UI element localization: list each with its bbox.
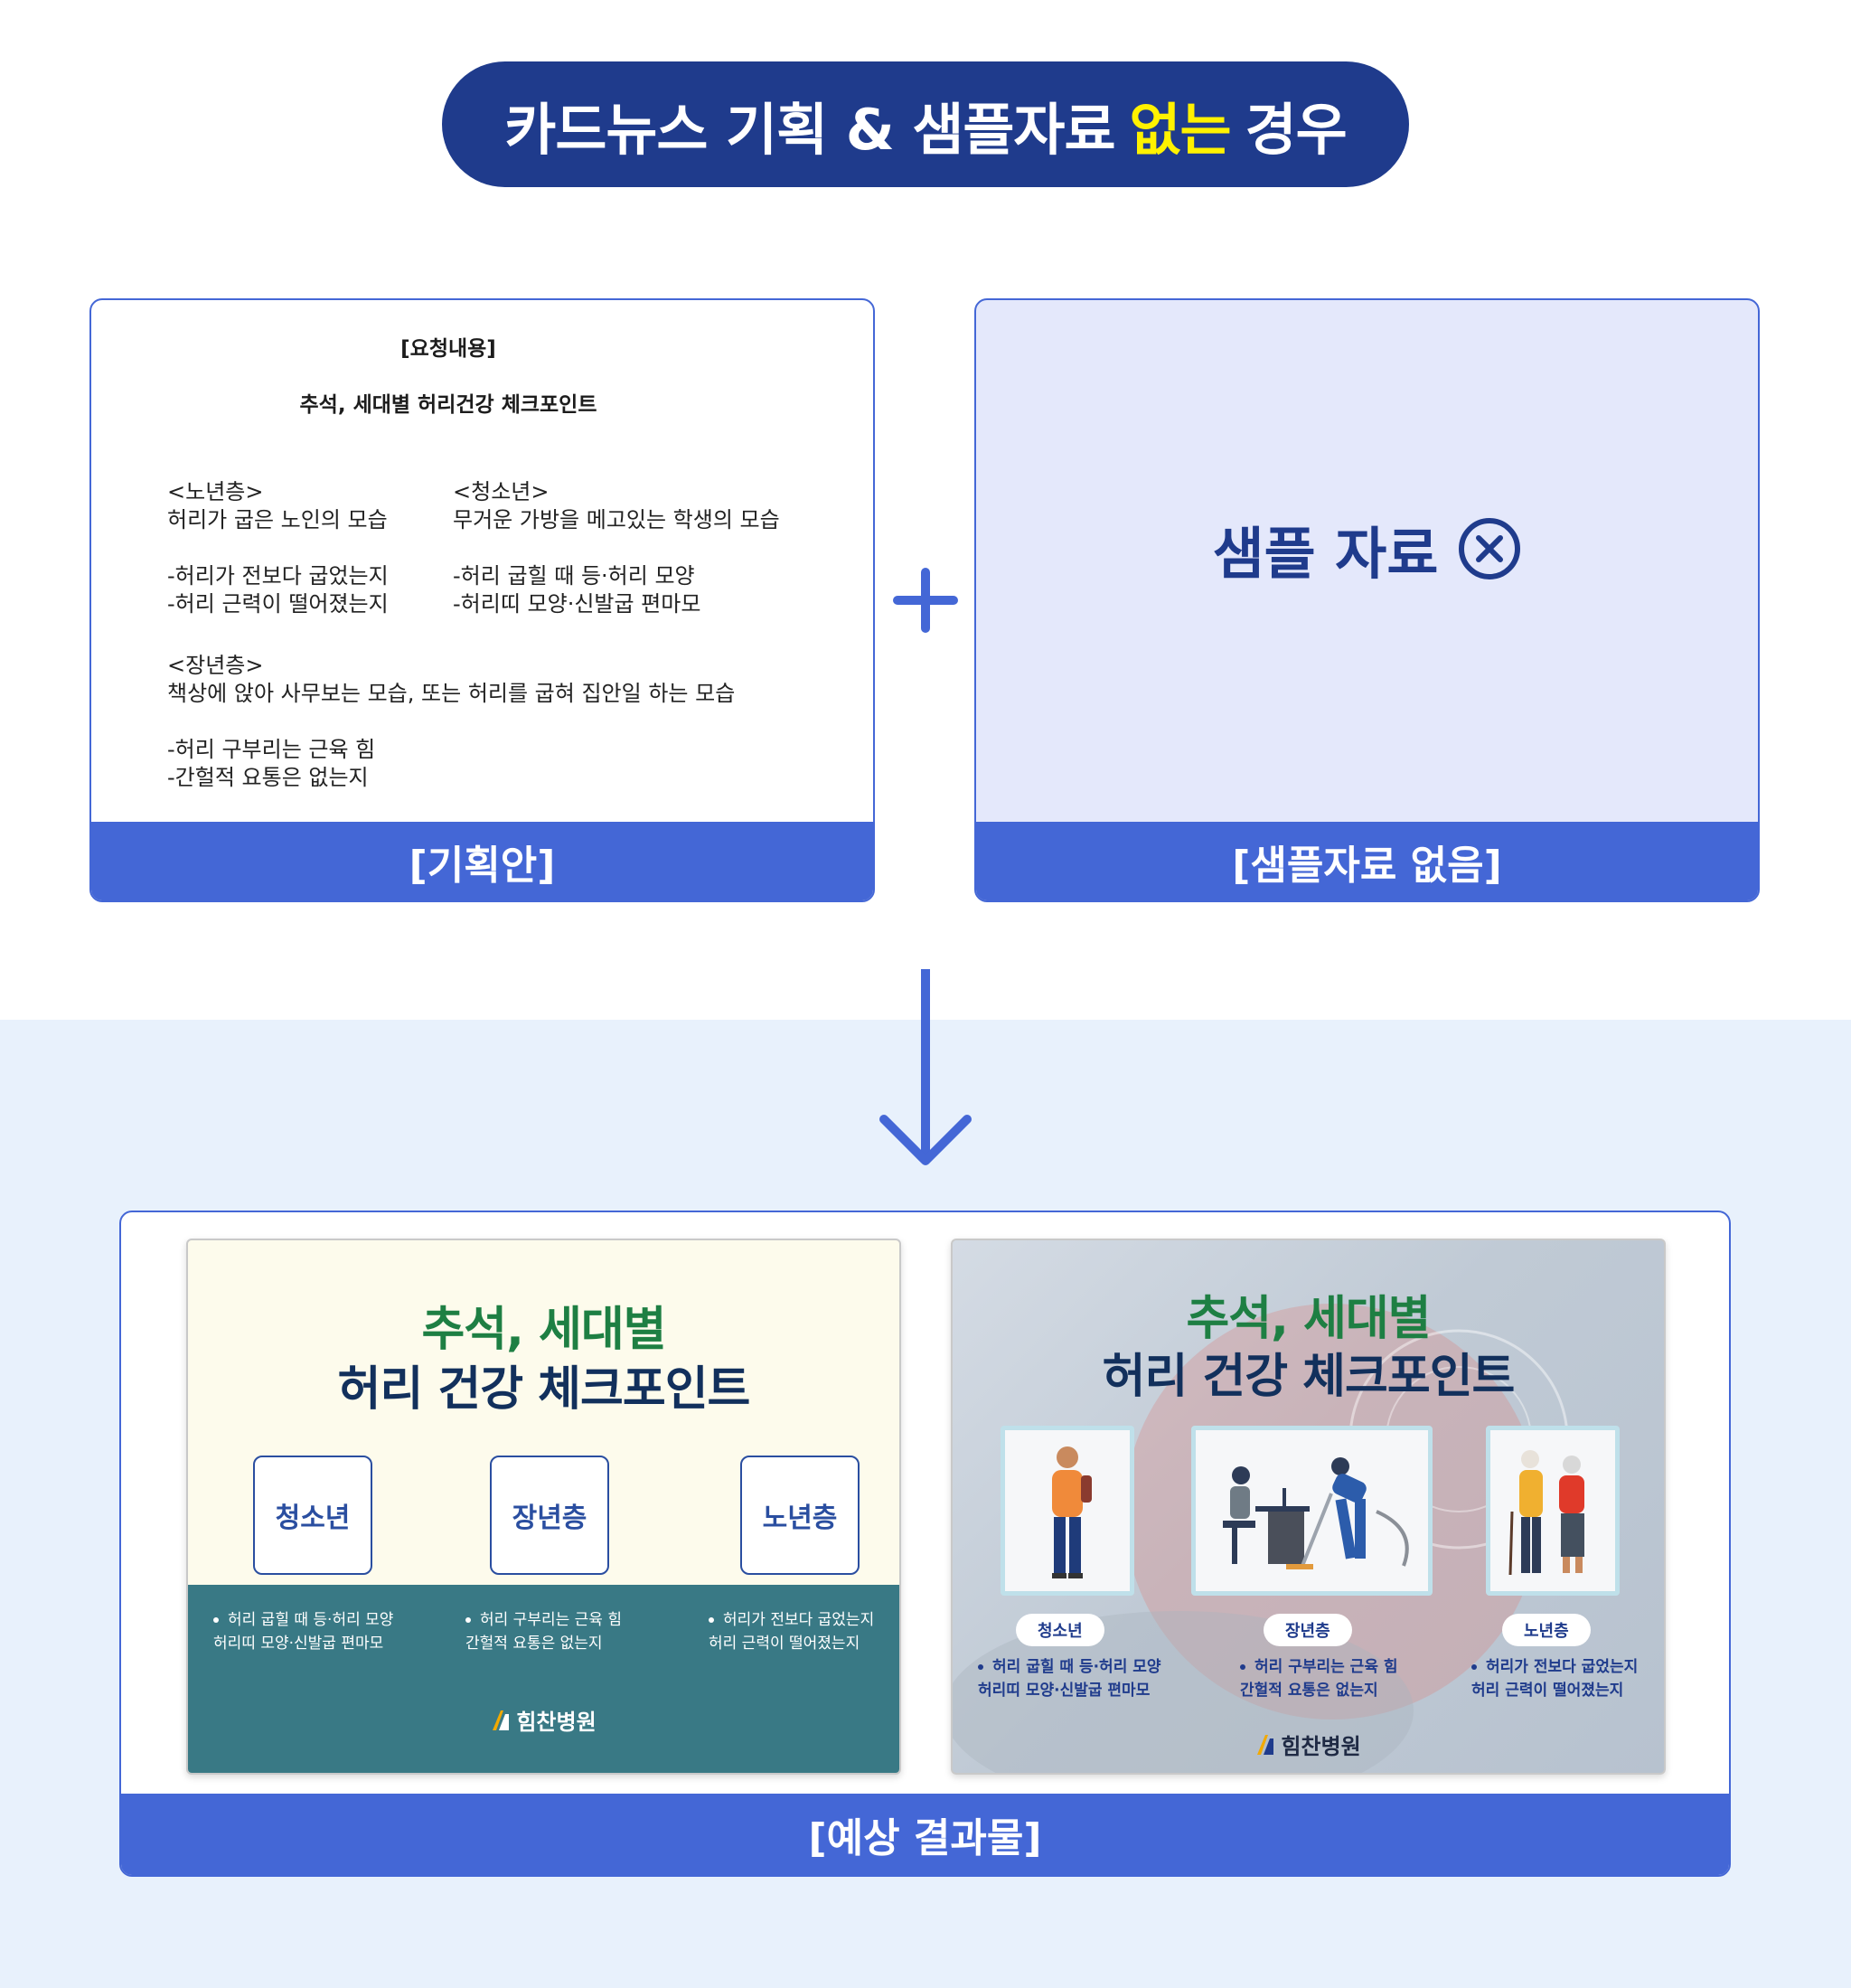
title-highlight: 없는 [1129,96,1232,163]
card1-bullets-middle-age-text: 허리 구부리는 근육 힘 간헐적 요통은 없는지 [465,1611,622,1653]
sample-label: 샘플 자료 [976,508,1758,589]
card2-bullets-youth-text: 허리 굽힐 때 등·허리 모양 허리띠 모양·신발굽 편마모 [978,1658,1161,1700]
card1-group-middle-age: 장년층 [490,1456,609,1575]
card2-bullets-senior-text: 허리가 전보다 굽었는지 허리 근력이 떨어졌는지 [1471,1658,1639,1700]
plan-title: 추석, 세대별 허리건강 체크포인트 [299,393,597,417]
sample-label-text: 샘플 자료 [1212,521,1439,587]
student-with-backpack-icon [1052,1446,1092,1578]
plan-card-footer: [기획안] [91,822,873,900]
card1-title-line1: 추석, 세대별 [421,1303,666,1357]
card2-bullets-middle-age-text: 허리 구부리는 근육 힘 간헐적 요통은 없는지 [1240,1658,1398,1700]
request-label: [요청내용] [400,337,496,361]
card2-title-line1: 추석, 세대별 [1186,1292,1431,1346]
card-news-design-1: 추석, 세대별 허리 건강 체크포인트 청소년 장년층 노년층 허리 굽힐 때 … [186,1239,901,1775]
down-arrow-icon [879,969,972,1165]
elderly-couple-icon [1508,1450,1584,1576]
card-news-design-2: 추석, 세대별 허리 건강 체크포인트 [951,1239,1666,1775]
result-panel: 추석, 세대별 허리 건강 체크포인트 청소년 장년층 노년층 허리 굽힐 때 … [119,1211,1731,1877]
card2-group-senior: 노년층 [1502,1614,1591,1646]
brand-mark-icon [1257,1734,1274,1755]
result-panel-footer: [예상 결과물] [121,1794,1729,1875]
senior-illustration [1486,1426,1620,1596]
card2-bullets-middle-age: 허리 구부리는 근육 힘 간헐적 요통은 없는지 [1240,1655,1398,1702]
plan-card: [요청내용] 추석, 세대별 허리건강 체크포인트 <노년층> 허리가 굽은 노… [89,298,875,902]
card1-group-youth: 청소년 [253,1456,372,1575]
title-part-2: 경우 [1245,96,1348,163]
card2-group-youth: 청소년 [1016,1614,1104,1646]
card1-bullets-youth-text: 허리 굽힐 때 등·허리 모양 허리띠 모양·신발굽 편마모 [213,1611,394,1653]
page-title: 카드뉴스 기획 & 샘플자료 없는 경우 [442,61,1409,187]
middle-age-illustration [1191,1426,1433,1596]
title-part-1: 카드뉴스 기획 & 샘플자료 [504,96,1115,163]
card1-bullets-middle-age: 허리 구부리는 근육 힘 간헐적 요통은 없는지 [465,1608,622,1655]
senior-plan-text: <노년층> 허리가 굽은 노인의 모습 -허리가 전보다 굽었는지 -허리 근력… [167,479,389,617]
card2-bullets-youth: 허리 굽힐 때 등·허리 모양 허리띠 모양·신발굽 편마모 [978,1655,1161,1702]
card2-brand-logo: 힘찬병원 [953,1729,1664,1760]
card2-brand-text: 힘찬병원 [1281,1734,1361,1759]
card1-brand-logo: 힘찬병원 [188,1704,899,1736]
middle-age-plan-text: <장년층> 책상에 앉아 사무보는 모습, 또는 허리를 굽혀 집안일 하는 모… [167,653,736,790]
plus-icon [893,568,958,633]
card1-group-senior: 노년층 [740,1456,860,1575]
youth-plan-text: <청소년> 무거운 가방을 메고있는 학생의 모습 -허리 굽힐 때 등·허리 … [453,479,780,617]
brand-mark-icon [493,1710,510,1730]
office-worker-and-cleaning-icon [1223,1457,1409,1569]
sample-card-footer: [샘플자료 없음] [976,822,1758,900]
card2-bullets-senior: 허리가 전보다 굽었는지 허리 근력이 떨어졌는지 [1471,1655,1638,1702]
youth-illustration [1001,1426,1134,1596]
card1-teal-panel: 허리 굽힐 때 등·허리 모양 허리띠 모양·신발굽 편마모 허리 구부리는 근… [188,1585,899,1773]
card1-bullets-youth: 허리 굽힐 때 등·허리 모양 허리띠 모양·신발굽 편마모 [213,1608,393,1655]
circle-x-icon [1459,518,1521,579]
card1-brand-text: 힘찬병원 [516,1710,597,1735]
card1-title-line2: 허리 건강 체크포인트 [337,1362,751,1417]
card2-title-line2: 허리 건강 체크포인트 [1102,1350,1516,1404]
card1-bullets-senior: 허리가 전보다 굽었는지 허리 근력이 떨어졌는지 [709,1608,874,1655]
card2-group-middle-age: 장년층 [1264,1614,1352,1646]
card1-bullets-senior-text: 허리가 전보다 굽었는지 허리 근력이 떨어졌는지 [709,1611,875,1653]
sample-card: 샘플 자료 [샘플자료 없음] [974,298,1760,902]
